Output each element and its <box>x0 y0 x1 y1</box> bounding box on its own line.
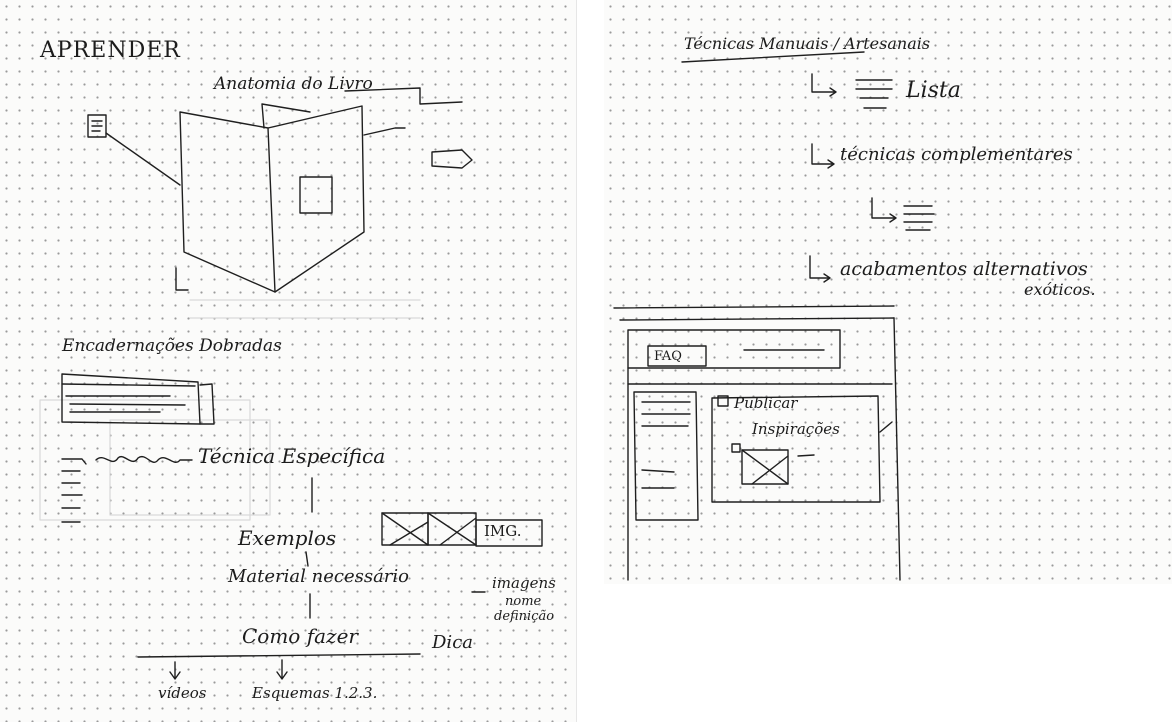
left-heading: APRENDER <box>40 38 181 63</box>
right-heading: Técnicas Manuais / Artesanais <box>684 34 931 53</box>
section-title: Encadernações Dobradas <box>62 336 282 356</box>
technique-label: Técnica Específica <box>198 444 386 468</box>
videos-label: vídeos <box>158 684 207 702</box>
publish-label: Publicar <box>734 394 798 412</box>
name-label: nome <box>505 594 542 609</box>
left-page-sketch-lines <box>39 87 543 680</box>
faq-button[interactable]: FAQ <box>654 349 682 364</box>
how-to-label: Como fazer <box>242 624 358 648</box>
schemes-label: Esquemas 1.2.3. <box>252 684 378 702</box>
item-finishes-2: exóticos. <box>1024 280 1096 299</box>
material-label: Material necessário <box>228 566 410 587</box>
item-complementary: técnicas complementares <box>840 144 1073 165</box>
notebook-page-left: APRENDER Anatomia do Livro Encadernações… <box>0 0 576 722</box>
notebook-page-right: Técnicas Manuais / Artesanais Lista técn… <box>604 0 1172 584</box>
inspirations-label: Inspirações <box>752 420 840 438</box>
examples-label: Exemplos <box>238 526 337 550</box>
tip-label: Dica <box>432 632 474 653</box>
anatomy-title: Anatomia do Livro <box>214 74 373 94</box>
definition-label: definição <box>494 609 555 624</box>
img-label: IMG. <box>484 522 522 540</box>
item-finishes: acabamentos alternativos <box>840 258 1088 280</box>
images-label: imagens <box>492 574 556 592</box>
item-list: Lista <box>906 78 961 103</box>
right-page-sketch-lines <box>613 51 935 581</box>
